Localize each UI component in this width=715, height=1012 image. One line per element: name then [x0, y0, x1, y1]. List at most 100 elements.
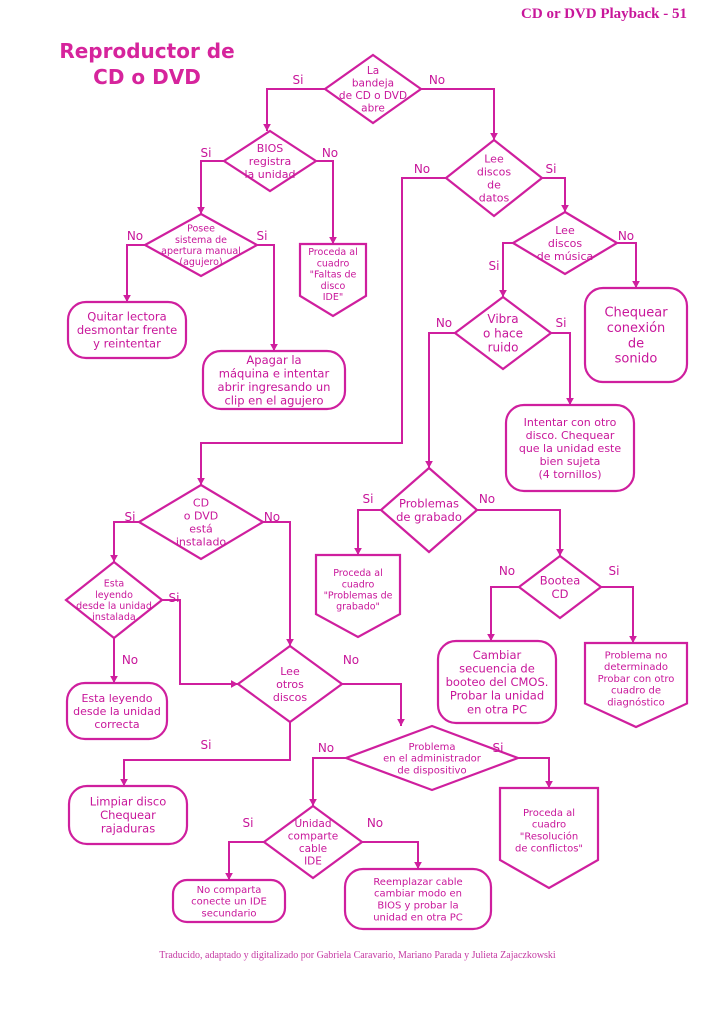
arrow-head [329, 237, 337, 244]
branch-label-no: No [367, 816, 383, 830]
branch-label-no: No [264, 510, 280, 524]
node-text-line: leyendo [95, 590, 133, 601]
process-box [65, 681, 169, 741]
arrow-head [263, 124, 271, 131]
node-text-line: Intentar con otro [524, 416, 617, 429]
arrow-head [197, 478, 205, 485]
process-box [67, 784, 189, 846]
process-box [171, 878, 287, 924]
connector [162, 599, 238, 685]
branch-label-si: Si [363, 492, 374, 506]
branch-label-si: Si [546, 162, 557, 176]
branch-label-no: No [429, 73, 445, 87]
connector [357, 509, 381, 555]
node-text-line: IDE" [323, 292, 344, 303]
node-text-line: correcta [94, 718, 139, 731]
decision-diamond [236, 644, 344, 724]
connector [617, 242, 637, 288]
node-text-line: y reintentar [93, 337, 161, 351]
offpage-connector [583, 641, 689, 729]
node-text-line: abre [361, 102, 385, 114]
node-text-line: de conflictos" [515, 843, 583, 854]
node-text-line: Problemas [399, 496, 459, 510]
node-text-line: desde la unidad [76, 601, 152, 612]
page-title: Reproductor de CD o DVD [52, 38, 242, 90]
node-text-line: de grabado [396, 510, 462, 524]
node-text-line: Lee [280, 665, 300, 678]
decision-diamond [221, 129, 319, 193]
branch-label-si: Si [489, 259, 500, 273]
node-text-line: bandeja [352, 78, 394, 90]
node-text-line: (4 tornillos) [538, 468, 601, 481]
connector [200, 160, 224, 214]
node-text-line: IDE [304, 855, 322, 867]
arrow-head [231, 680, 238, 688]
node-text-line: Posee [187, 224, 215, 235]
branch-label-no: No [122, 653, 138, 667]
node-text-line: sistema de [175, 235, 227, 246]
decision-diamond [517, 554, 603, 620]
decision-diamond [64, 560, 164, 640]
arrow-head [632, 281, 640, 288]
arrow-head [225, 873, 233, 880]
branch-label-si: Si [556, 316, 567, 330]
node-text-line: discos [273, 691, 308, 704]
branch-label-si: Si [243, 816, 254, 830]
process-box [201, 349, 347, 411]
node-text-line: ruido [488, 341, 519, 355]
node-text-line: Chequear [100, 808, 156, 822]
node-text-line: grabado" [336, 602, 380, 613]
connector [421, 88, 495, 140]
node-text-line: Lee [484, 153, 504, 166]
node-text-line: en el administrador [383, 754, 482, 765]
page-header: CD or DVD Playback - 51 [521, 6, 687, 22]
node-text-line: Esta [104, 579, 125, 590]
node-text-line: desmontar frente [77, 323, 177, 337]
node-text-line: apertura manual [161, 246, 241, 257]
decision-diamond [136, 483, 266, 561]
node-text-line: de música [537, 250, 594, 263]
node-text-line: Lee [555, 224, 575, 237]
arrow-head [286, 639, 294, 646]
node-text-line: o hace [483, 326, 523, 340]
node-text-line: en otra PC [467, 702, 527, 716]
branch-label-si: Si [201, 738, 212, 752]
process-box [436, 639, 558, 725]
node-text-line: Problema [408, 742, 455, 753]
arrow-head [556, 549, 564, 556]
node-text-line: instalado [176, 535, 227, 548]
node-text-line: comparte [288, 831, 338, 843]
connector [601, 586, 634, 643]
branch-label-si: Si [493, 741, 504, 755]
node-text-line: cuadro [342, 579, 375, 590]
node-text-line: Proceda al [333, 568, 382, 579]
node-text-line: Limpiar disco [90, 795, 167, 809]
title-line-1: Reproductor de [59, 39, 235, 63]
branch-label-si: Si [293, 73, 304, 87]
connector [518, 757, 550, 788]
node-text-line: "Problemas de [324, 591, 393, 602]
node-text-line: de [487, 179, 501, 192]
arrow-head [354, 548, 362, 555]
arrow-head [499, 290, 507, 297]
arrow-head [490, 133, 498, 140]
connector [428, 332, 455, 468]
connector [266, 88, 325, 131]
connector [228, 841, 264, 880]
process-box [66, 300, 188, 360]
offpage-connector [314, 553, 402, 639]
node-text-line: de dispositivo [397, 765, 466, 776]
node-text-line: Apagar la [246, 353, 301, 367]
node-text-line: datos [479, 191, 510, 204]
